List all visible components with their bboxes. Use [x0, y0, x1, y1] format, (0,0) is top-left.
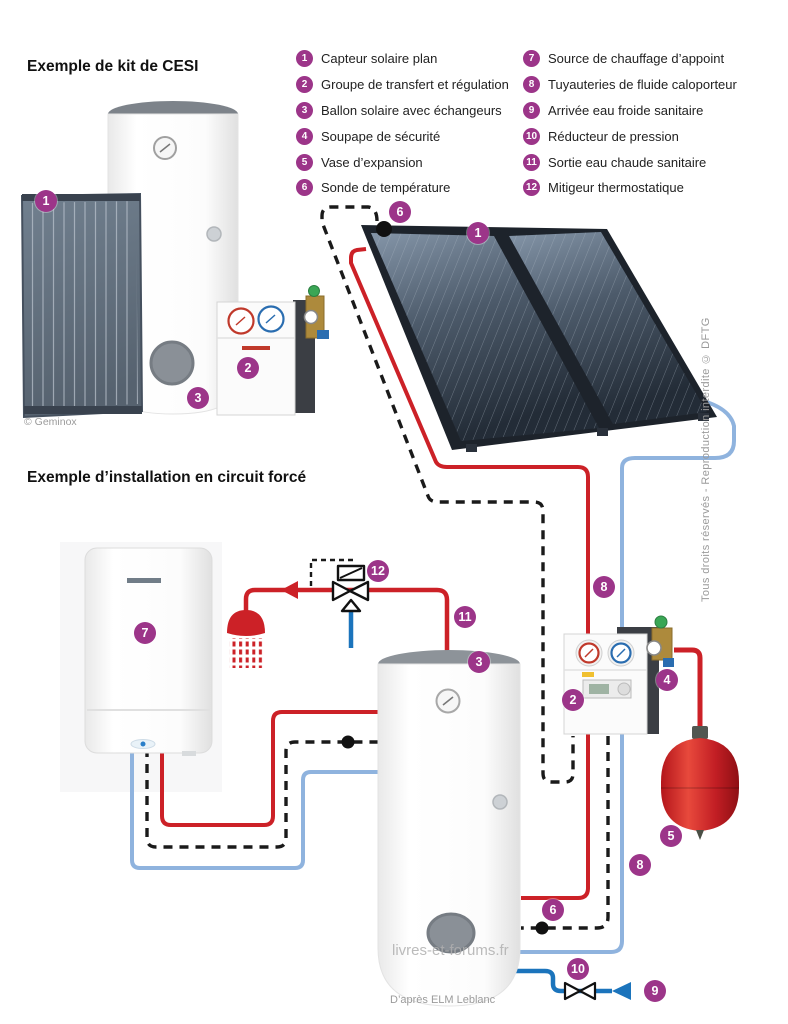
- cold-water-inlet-pipe: [505, 968, 612, 994]
- marker-expansion-vessel: 5: [660, 825, 682, 847]
- legend-item: 2 Groupe de transfert et régulation: [296, 72, 509, 98]
- legend-column-right: 7 Source de chauffage d’appoint 8 Tuyaut…: [523, 46, 737, 201]
- mixer-capillary-cable: [309, 558, 353, 587]
- solar-loop-hot-pipe-top: [349, 247, 590, 636]
- marker-pressure-reducer: 10: [567, 958, 589, 980]
- legend-label: Vase d’expansion: [321, 154, 423, 170]
- legend-label: Capteur solaire plan: [321, 51, 438, 67]
- installation-credit: D’après ELM Leblanc: [390, 994, 496, 1006]
- hot-water-flow-arrow: [281, 581, 298, 599]
- expansion-vessel: [661, 726, 739, 840]
- legend-item: 12 Mitigeur thermostatique: [523, 175, 737, 201]
- solar-tank: [377, 650, 521, 1007]
- marker-safety-valve: 4: [656, 669, 678, 691]
- legend-label: Groupe de transfert et régulation: [321, 77, 509, 93]
- legend-label: Mitigeur thermostatique: [548, 180, 684, 196]
- legend-badge: 8: [523, 76, 540, 94]
- watermark: livres-et-forums.fr: [392, 942, 509, 959]
- solar-loop-hot-pipe-bottom: [521, 734, 590, 900]
- hot-water-out-pipe: [243, 587, 450, 660]
- legend-item: 6 Sonde de température: [296, 175, 509, 201]
- kit-marker-transfer-group: 2: [237, 357, 259, 379]
- tank-sensor-dot: [535, 921, 549, 935]
- marker-cold-water-in: 9: [644, 980, 666, 1002]
- marker-tank-sensor: 6: [542, 899, 564, 921]
- legend-item: 7 Source de chauffage d’appoint: [523, 46, 737, 72]
- solar-loop-cold-pipe-top: [620, 398, 736, 636]
- mixing-valve: [331, 564, 370, 613]
- marker-collector-sensor: 6: [389, 201, 411, 223]
- legend-label: Réducteur de pression: [548, 128, 679, 144]
- legend-label: Soupape de sécurité: [321, 128, 441, 144]
- legend-badge: 11: [523, 153, 540, 171]
- tank-sensor-cable: [521, 736, 610, 930]
- boiler-return-pipe: [130, 748, 380, 870]
- marker-solar-tank: 3: [468, 651, 490, 673]
- marker-collector: 1: [467, 222, 489, 244]
- solar-loop-cold-pipe-bottom: [517, 734, 624, 954]
- shower-icon: [227, 610, 265, 668]
- legend-label: Sonde de température: [321, 180, 451, 196]
- legend-column-left: 1 Capteur solaire plan 2 Groupe de trans…: [296, 46, 509, 201]
- legend-badge: 7: [523, 50, 540, 68]
- legend-label: Arrivée eau froide sanitaire: [548, 102, 704, 118]
- tank-flange-cap: [426, 912, 476, 954]
- kit-credit: © Geminox: [24, 416, 77, 428]
- kit-transfer-group: [216, 285, 329, 416]
- solar-collector-array: [361, 221, 717, 452]
- legend-item: 3 Ballon solaire avec échangeurs: [296, 98, 509, 124]
- marker-boiler: 7: [134, 622, 156, 644]
- legend-label: Ballon solaire avec échangeurs: [321, 102, 502, 118]
- kit-marker-collector: 1: [35, 190, 57, 212]
- cold-water-inlet-arrow: [612, 982, 631, 1000]
- boiler: [84, 547, 213, 756]
- pressure-reducer-valve: [563, 981, 597, 1001]
- boiler-sensor-dot: [341, 735, 355, 749]
- copyright-note: Tous droits réservés - Reproduction inte…: [700, 317, 712, 602]
- legend-item: 8 Tuyauteries de fluide caloporteur: [523, 72, 737, 98]
- marker-pipes-top: 8: [593, 576, 615, 598]
- safety-valve-group: [646, 615, 703, 731]
- collector-sensor-cable: [320, 205, 575, 784]
- legend-label: Tuyauteries de fluide caloporteur: [548, 77, 737, 93]
- tank-side-plug: [492, 794, 508, 810]
- boiler-sensor-cable: [145, 740, 380, 849]
- legend-badge: 3: [296, 101, 313, 119]
- transfer-group: [563, 627, 659, 735]
- collector-sensor-dot: [376, 221, 392, 237]
- marker-hot-water-out: 11: [454, 606, 476, 628]
- kit-marker-solar-tank: 3: [187, 387, 209, 409]
- legend-badge: 5: [296, 153, 313, 171]
- legend-badge: 1: [296, 50, 313, 68]
- legend-item: 10 Réducteur de pression: [523, 123, 737, 149]
- marker-mixer-valve: 12: [367, 560, 389, 582]
- legend-item: 11 Sortie eau chaude sanitaire: [523, 149, 737, 175]
- marker-transfer-group: 2: [562, 689, 584, 711]
- legend-badge: 9: [523, 101, 540, 119]
- legend-badge: 10: [523, 127, 540, 145]
- legend-label: Sortie eau chaude sanitaire: [548, 154, 707, 170]
- installation-title: Exemple d’installation en circuit forcé: [27, 469, 307, 486]
- legend-badge: 2: [296, 76, 313, 94]
- legend-item: 1 Capteur solaire plan: [296, 46, 509, 72]
- legend-item: 4 Soupape de sécurité: [296, 123, 509, 149]
- legend-badge: 12: [523, 179, 540, 197]
- legend-badge: 6: [296, 179, 313, 197]
- kit-solar-collector: [20, 192, 144, 419]
- legend-badge: 4: [296, 127, 313, 145]
- kit-title: Exemple de kit de CESI: [27, 58, 199, 75]
- boiler-hot-pipe: [160, 710, 380, 827]
- marker-pipes-bottom: 8: [629, 854, 651, 876]
- legend-item: 9 Arrivée eau froide sanitaire: [523, 98, 737, 124]
- legend-item: 5 Vase d’expansion: [296, 149, 509, 175]
- legend-label: Source de chauffage d’appoint: [548, 51, 725, 67]
